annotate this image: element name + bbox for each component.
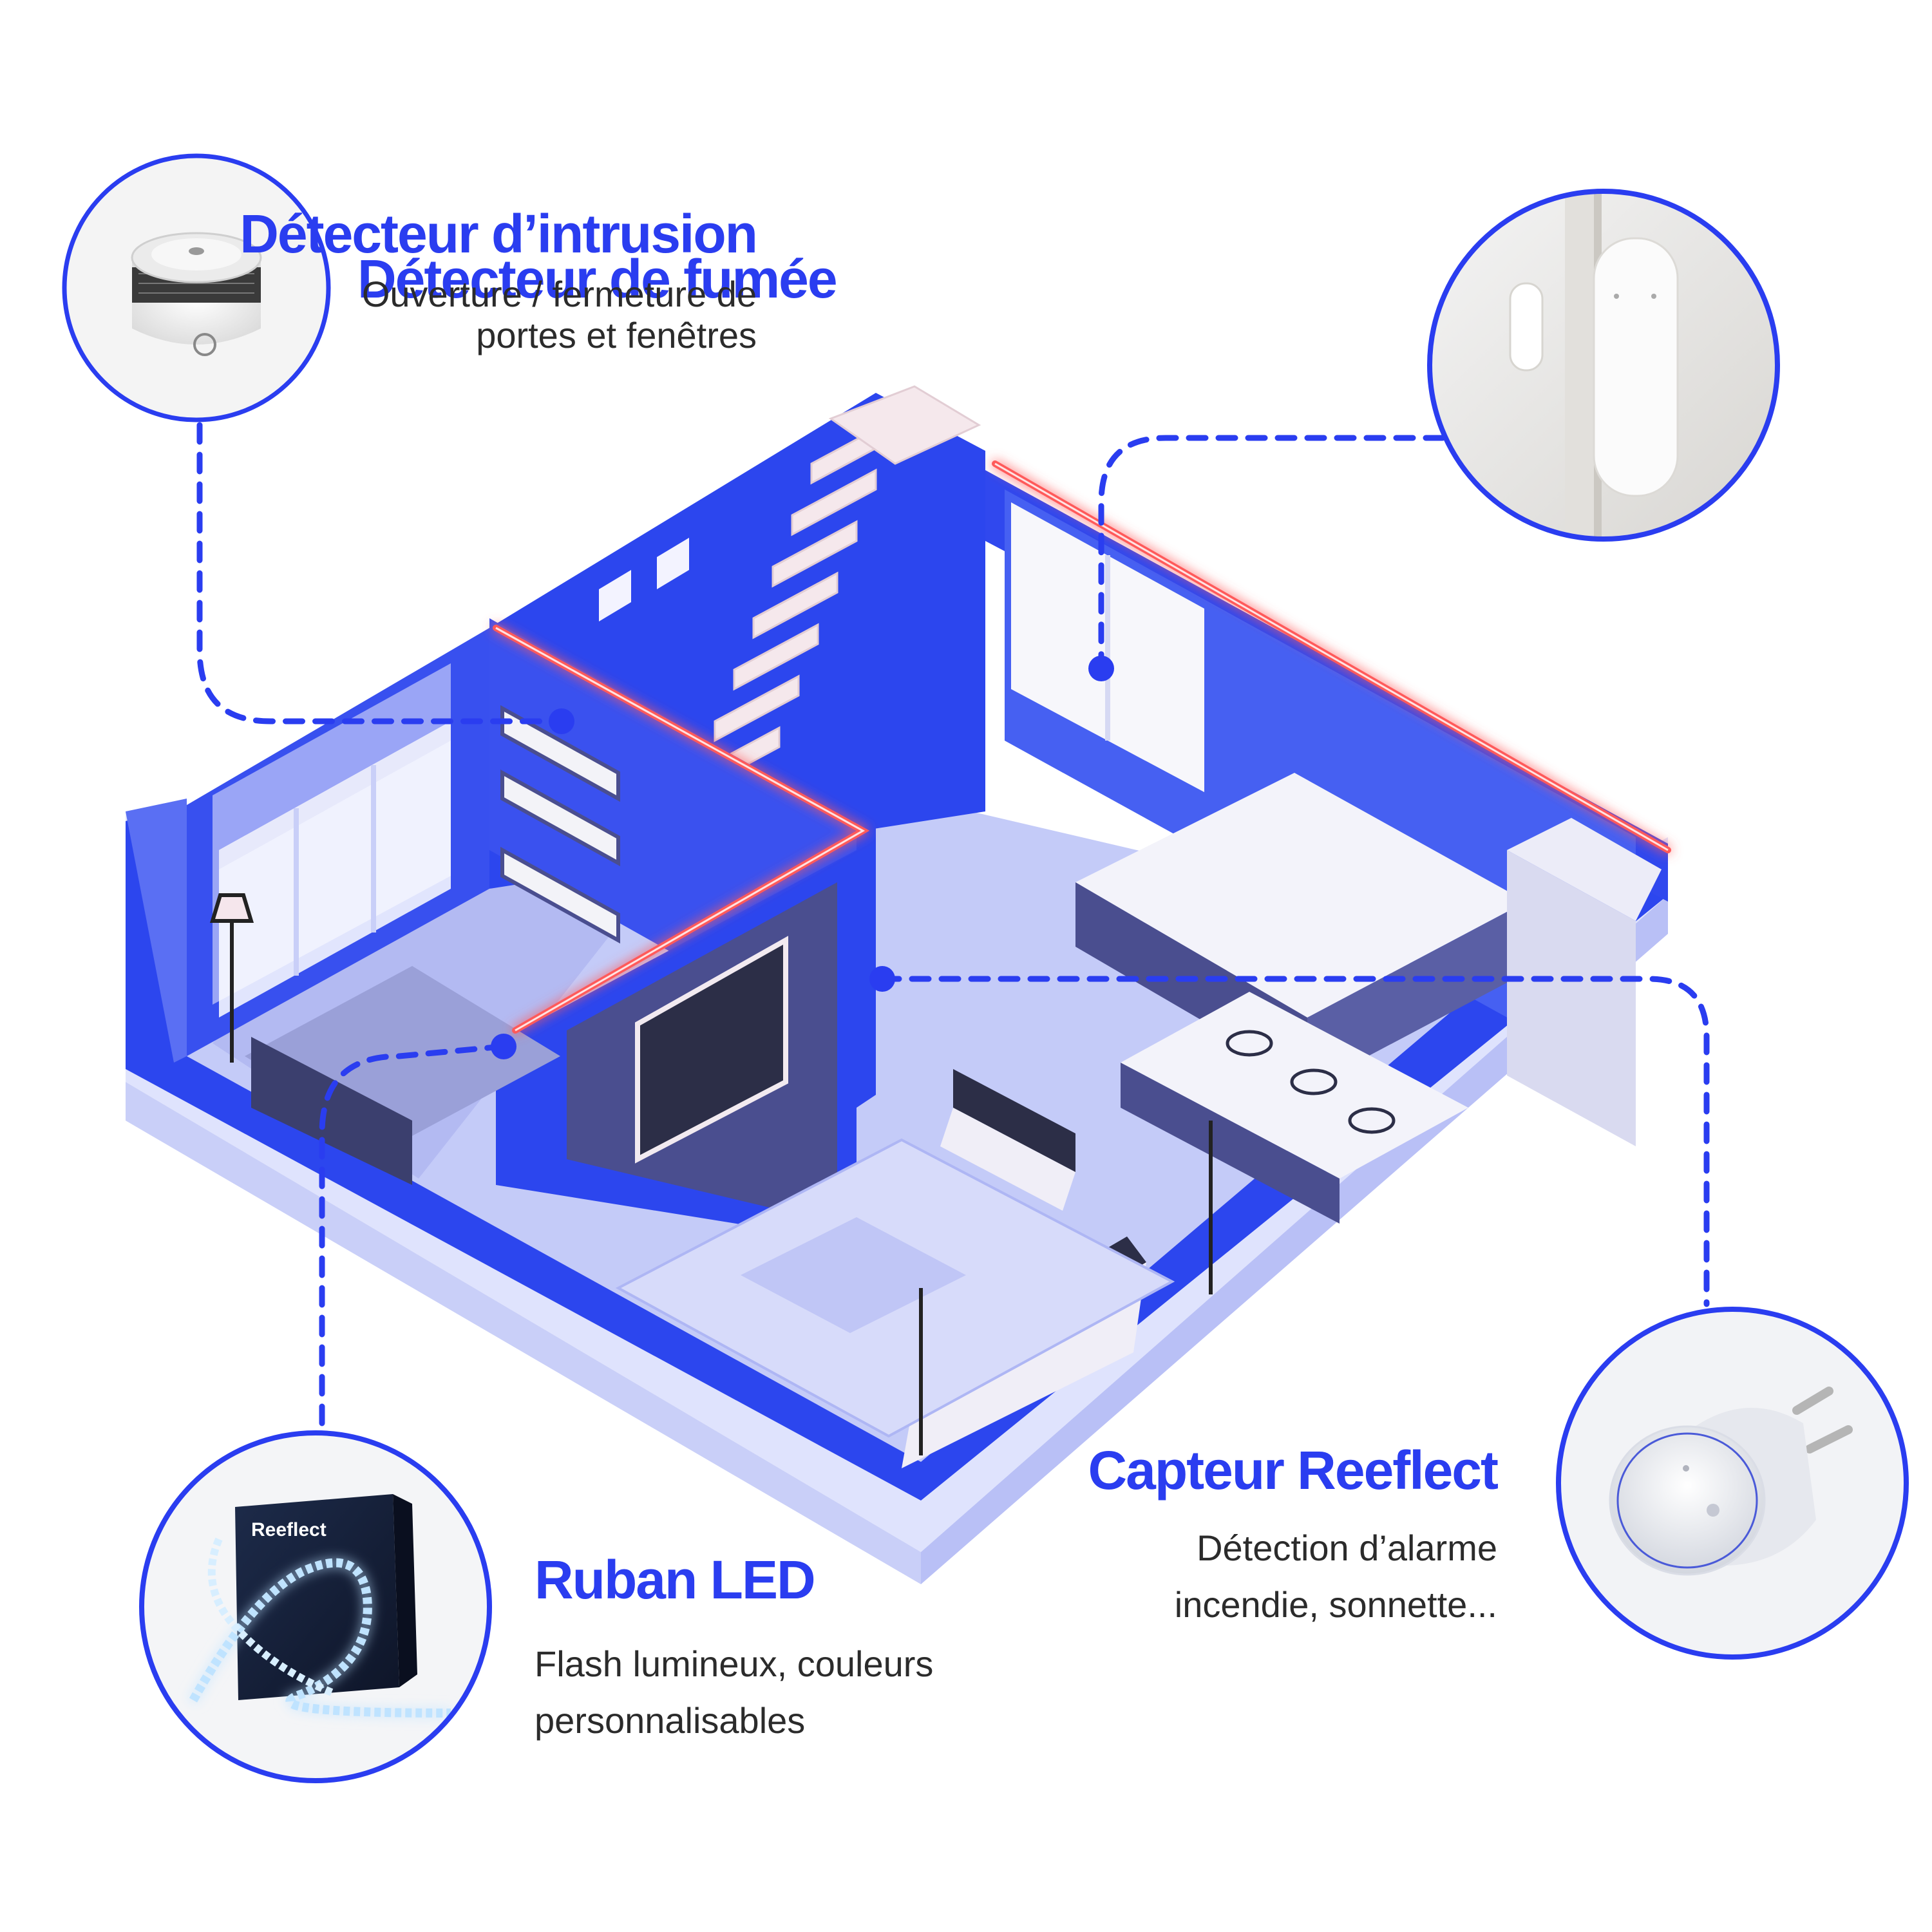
connector-dots <box>491 656 1114 1059</box>
intrusion-detector-title: Détecteur d’intrusion <box>240 204 758 264</box>
capteur-subtitle: Détection d’alarme incendie, sonnette... <box>1046 1520 1497 1633</box>
plug-sensor-icon <box>1556 1307 1909 1660</box>
capteur-title: Capteur Reeflect <box>1088 1440 1499 1501</box>
capteur-subtitle-line-2: incendie, sonnette... <box>1174 1584 1497 1625</box>
intrusion-subtitle-line-2: portes et fenêtres <box>476 315 757 355</box>
led-strip-icon: Reeflect <box>139 1430 492 1783</box>
box-brand-label: Reeflect <box>251 1519 327 1540</box>
intrusion-detector-subtitle: Ouverture / fermeture de portes et fenêt… <box>306 274 757 356</box>
led-subtitle-line-1: Flash lumineux, couleurs <box>535 1643 934 1684</box>
led-strip-title: Ruban LED <box>535 1549 816 1610</box>
smoke-detector-title: Détecteur de fumée <box>357 249 838 309</box>
capteur-subtitle-line-1: Détection d’alarme <box>1197 1528 1497 1568</box>
led-subtitle-line-2: personnalisables <box>535 1700 806 1741</box>
house-illustration <box>126 385 1668 1584</box>
smoke-detector-icon <box>62 153 331 422</box>
door-sensor-icon <box>1427 189 1780 542</box>
led-strip-subtitle: Flash lumineux, couleurs personnalisable… <box>535 1636 1024 1749</box>
connector-lines <box>196 422 1710 1426</box>
intrusion-subtitle-line-1: Ouverture / fermeture de <box>361 274 757 314</box>
